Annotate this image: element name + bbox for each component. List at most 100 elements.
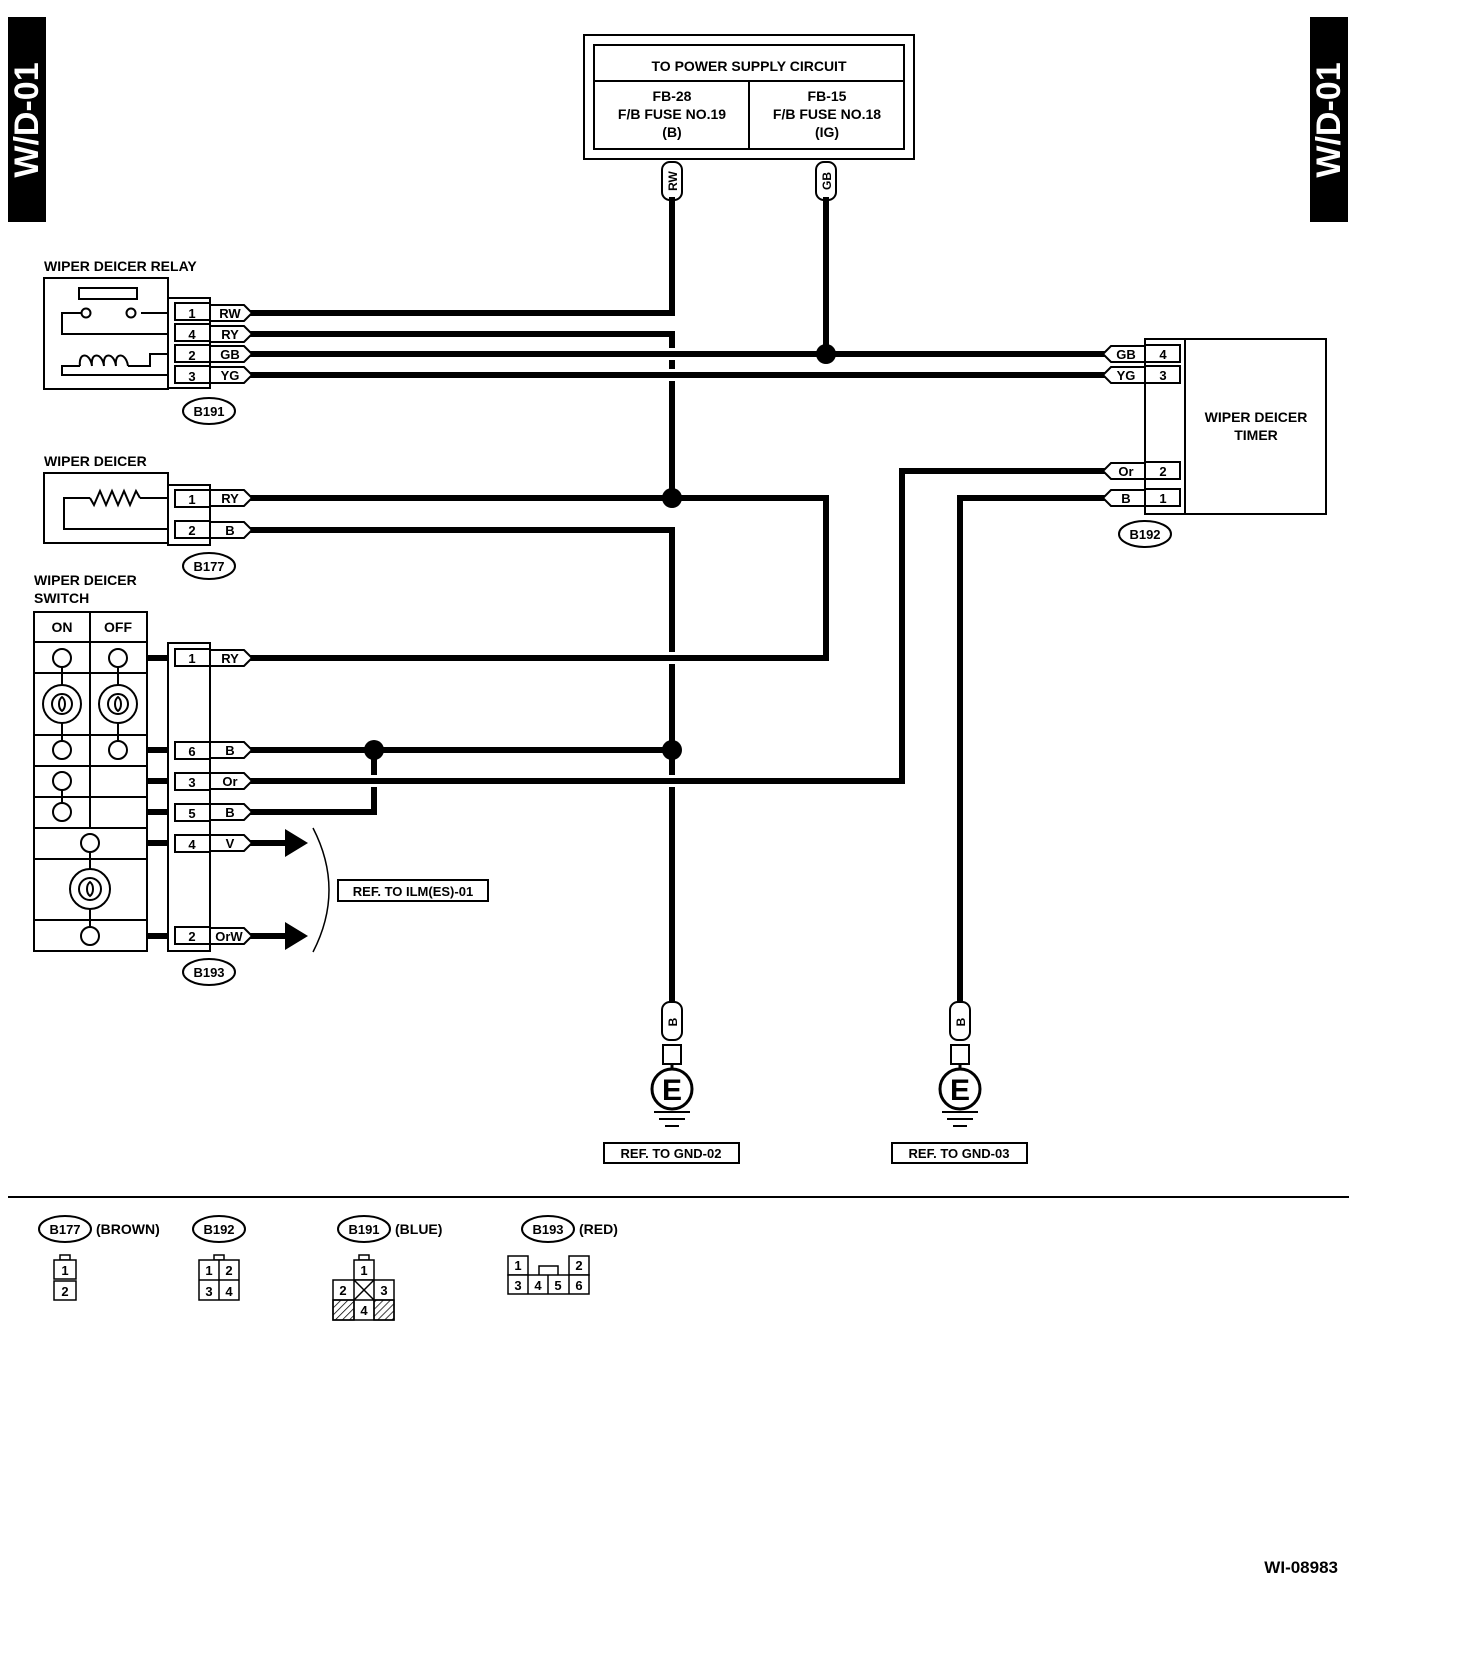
wire-crossover-gaps-2 bbox=[370, 350, 679, 785]
ref-ilm-box: REF. TO ILM(ES)-01 bbox=[337, 879, 489, 902]
switch-pin-num: 4 bbox=[188, 837, 196, 852]
legend-id: B177 bbox=[49, 1222, 80, 1237]
relay-pin-num: 3 bbox=[188, 369, 195, 384]
junction-dot bbox=[662, 740, 682, 760]
page-tab-right: W/D-01 bbox=[1310, 17, 1348, 222]
deicer-wire-tags: RY B bbox=[209, 489, 254, 539]
deicer-title: WIPER DEICER bbox=[44, 453, 147, 469]
relay-pin-num: 2 bbox=[188, 348, 195, 363]
ground-wire-label: B bbox=[954, 1017, 968, 1026]
switch-wire-label: OrW bbox=[215, 929, 243, 944]
legend-cell: 6 bbox=[575, 1278, 582, 1293]
legend-cell: 2 bbox=[575, 1258, 582, 1273]
figure-id: WI-08983 bbox=[1264, 1558, 1338, 1577]
legend-id: B193 bbox=[532, 1222, 563, 1237]
relay-wire-tags: RW RY GB YG bbox=[209, 304, 254, 384]
junction-dot bbox=[364, 740, 384, 760]
timer-wire-label: Or bbox=[1118, 464, 1133, 479]
wire-crossover-horiz bbox=[360, 351, 694, 784]
wire-crossover-lines bbox=[371, 346, 675, 797]
relay-pin-num: 1 bbox=[188, 306, 195, 321]
legend-color: (BROWN) bbox=[96, 1221, 160, 1237]
legend-cell: 1 bbox=[205, 1263, 212, 1278]
timer-title-line1: WIPER DEICER bbox=[1205, 409, 1308, 425]
legend-cell: 4 bbox=[360, 1303, 368, 1318]
deicer-wire-label: B bbox=[225, 523, 234, 538]
legend-cell: 3 bbox=[205, 1284, 212, 1299]
relay-title: WIPER DEICER RELAY bbox=[44, 258, 197, 274]
ground-icon bbox=[938, 1067, 982, 1111]
switch-pin-num: 2 bbox=[188, 929, 195, 944]
timer-wire-label: GB bbox=[1116, 347, 1136, 362]
timer-pin-num: 2 bbox=[1159, 464, 1166, 479]
legend-cell: 3 bbox=[380, 1283, 387, 1298]
fuse-right-line1: FB-15 bbox=[808, 88, 847, 104]
timer-wire-label: YG bbox=[1117, 368, 1136, 383]
legend-cell: 1 bbox=[61, 1263, 68, 1278]
switch-connector-label: B193 bbox=[193, 965, 224, 980]
ground-ref-label: REF. TO GND-03 bbox=[909, 1146, 1010, 1161]
legend-cell: 1 bbox=[514, 1258, 521, 1273]
timer-pin-num: 4 bbox=[1159, 347, 1167, 362]
junction-dots bbox=[364, 344, 836, 760]
power-supply-box: TO POWER SUPPLY CIRCUIT FB-28 F/B FUSE N… bbox=[583, 34, 915, 160]
switch-wire-label: RY bbox=[221, 651, 239, 666]
fuse-left-line3: (B) bbox=[662, 124, 681, 140]
legend-cell: 5 bbox=[554, 1278, 561, 1293]
switch-connector: 1 6 3 5 4 2 bbox=[167, 642, 211, 952]
timer-body: WIPER DEICER TIMER bbox=[1184, 338, 1327, 515]
deicer-pin-num: 2 bbox=[188, 523, 195, 538]
switch-pin-num: 5 bbox=[188, 806, 195, 821]
ground-symbol: E bbox=[662, 1074, 682, 1107]
timer-connector-label: B192 bbox=[1129, 527, 1160, 542]
timer-connector-id: B192 bbox=[1118, 520, 1172, 548]
relay-connector-label: B191 bbox=[193, 404, 224, 419]
wire-crossover-hline bbox=[366, 351, 680, 784]
relay-pin-num: 4 bbox=[188, 327, 196, 342]
arrow-heads bbox=[285, 829, 308, 950]
legend-cell: 2 bbox=[225, 1263, 232, 1278]
ground-gnd-02: B E REF. TO GND-02 bbox=[603, 1001, 740, 1164]
timer-title-line2: TIMER bbox=[1234, 427, 1278, 443]
fuse-left-line2: F/B FUSE NO.19 bbox=[618, 106, 726, 122]
page-tab-left: W/D-01 bbox=[8, 17, 46, 222]
legend-cell: 2 bbox=[339, 1283, 346, 1298]
deicer-body bbox=[43, 472, 169, 544]
legend-cell: 2 bbox=[61, 1284, 68, 1299]
ground-icon bbox=[650, 1067, 694, 1111]
relay-connector: 1 4 2 3 bbox=[167, 297, 211, 389]
switch-wire-label: B bbox=[225, 743, 234, 758]
deicer-connector-label: B177 bbox=[193, 559, 224, 574]
junction-dot bbox=[662, 488, 682, 508]
power-supply-title: TO POWER SUPPLY CIRCUIT bbox=[652, 58, 847, 74]
arrow-right-icon bbox=[285, 829, 308, 857]
ground-ref-label: REF. TO GND-02 bbox=[621, 1146, 722, 1161]
wire-tag-gb-text: GB bbox=[820, 172, 834, 190]
wire-crossovers bbox=[370, 350, 680, 785]
relay-body bbox=[43, 277, 169, 390]
legend-b193: B193 (RED) 1 2 3 4 5 6 bbox=[507, 1215, 618, 1295]
ground-wire-label: B bbox=[666, 1017, 680, 1026]
wire-b-deicer bbox=[249, 527, 675, 1005]
wire-ry-deicer bbox=[249, 495, 829, 661]
legend-cell: 1 bbox=[360, 1263, 367, 1278]
relay-wire-label: RY bbox=[221, 327, 239, 342]
legend-b191: B191 (BLUE) 1 2 3 4 bbox=[332, 1215, 442, 1321]
legend-cell: 4 bbox=[225, 1284, 233, 1299]
switch-col-on: ON bbox=[52, 619, 73, 635]
switch-wire-tags: RY B Or B V OrW bbox=[209, 649, 254, 945]
switch-pin-num: 1 bbox=[188, 651, 195, 666]
wire-rw bbox=[249, 197, 675, 316]
wire-ry-relay bbox=[249, 331, 675, 501]
wire-tag-rw-vertical: RW bbox=[661, 161, 683, 201]
relay-wire-label: YG bbox=[221, 368, 240, 383]
timer-pin-num: 1 bbox=[1159, 491, 1166, 506]
ground-symbol: E bbox=[950, 1074, 970, 1107]
switch-title-line1: WIPER DEICER bbox=[34, 572, 137, 588]
ref-bracket bbox=[312, 827, 330, 953]
legend-cell: 3 bbox=[514, 1278, 521, 1293]
deicer-pin-num: 1 bbox=[188, 492, 195, 507]
legend-color: (RED) bbox=[579, 1221, 618, 1237]
legend-id: B192 bbox=[203, 1222, 234, 1237]
